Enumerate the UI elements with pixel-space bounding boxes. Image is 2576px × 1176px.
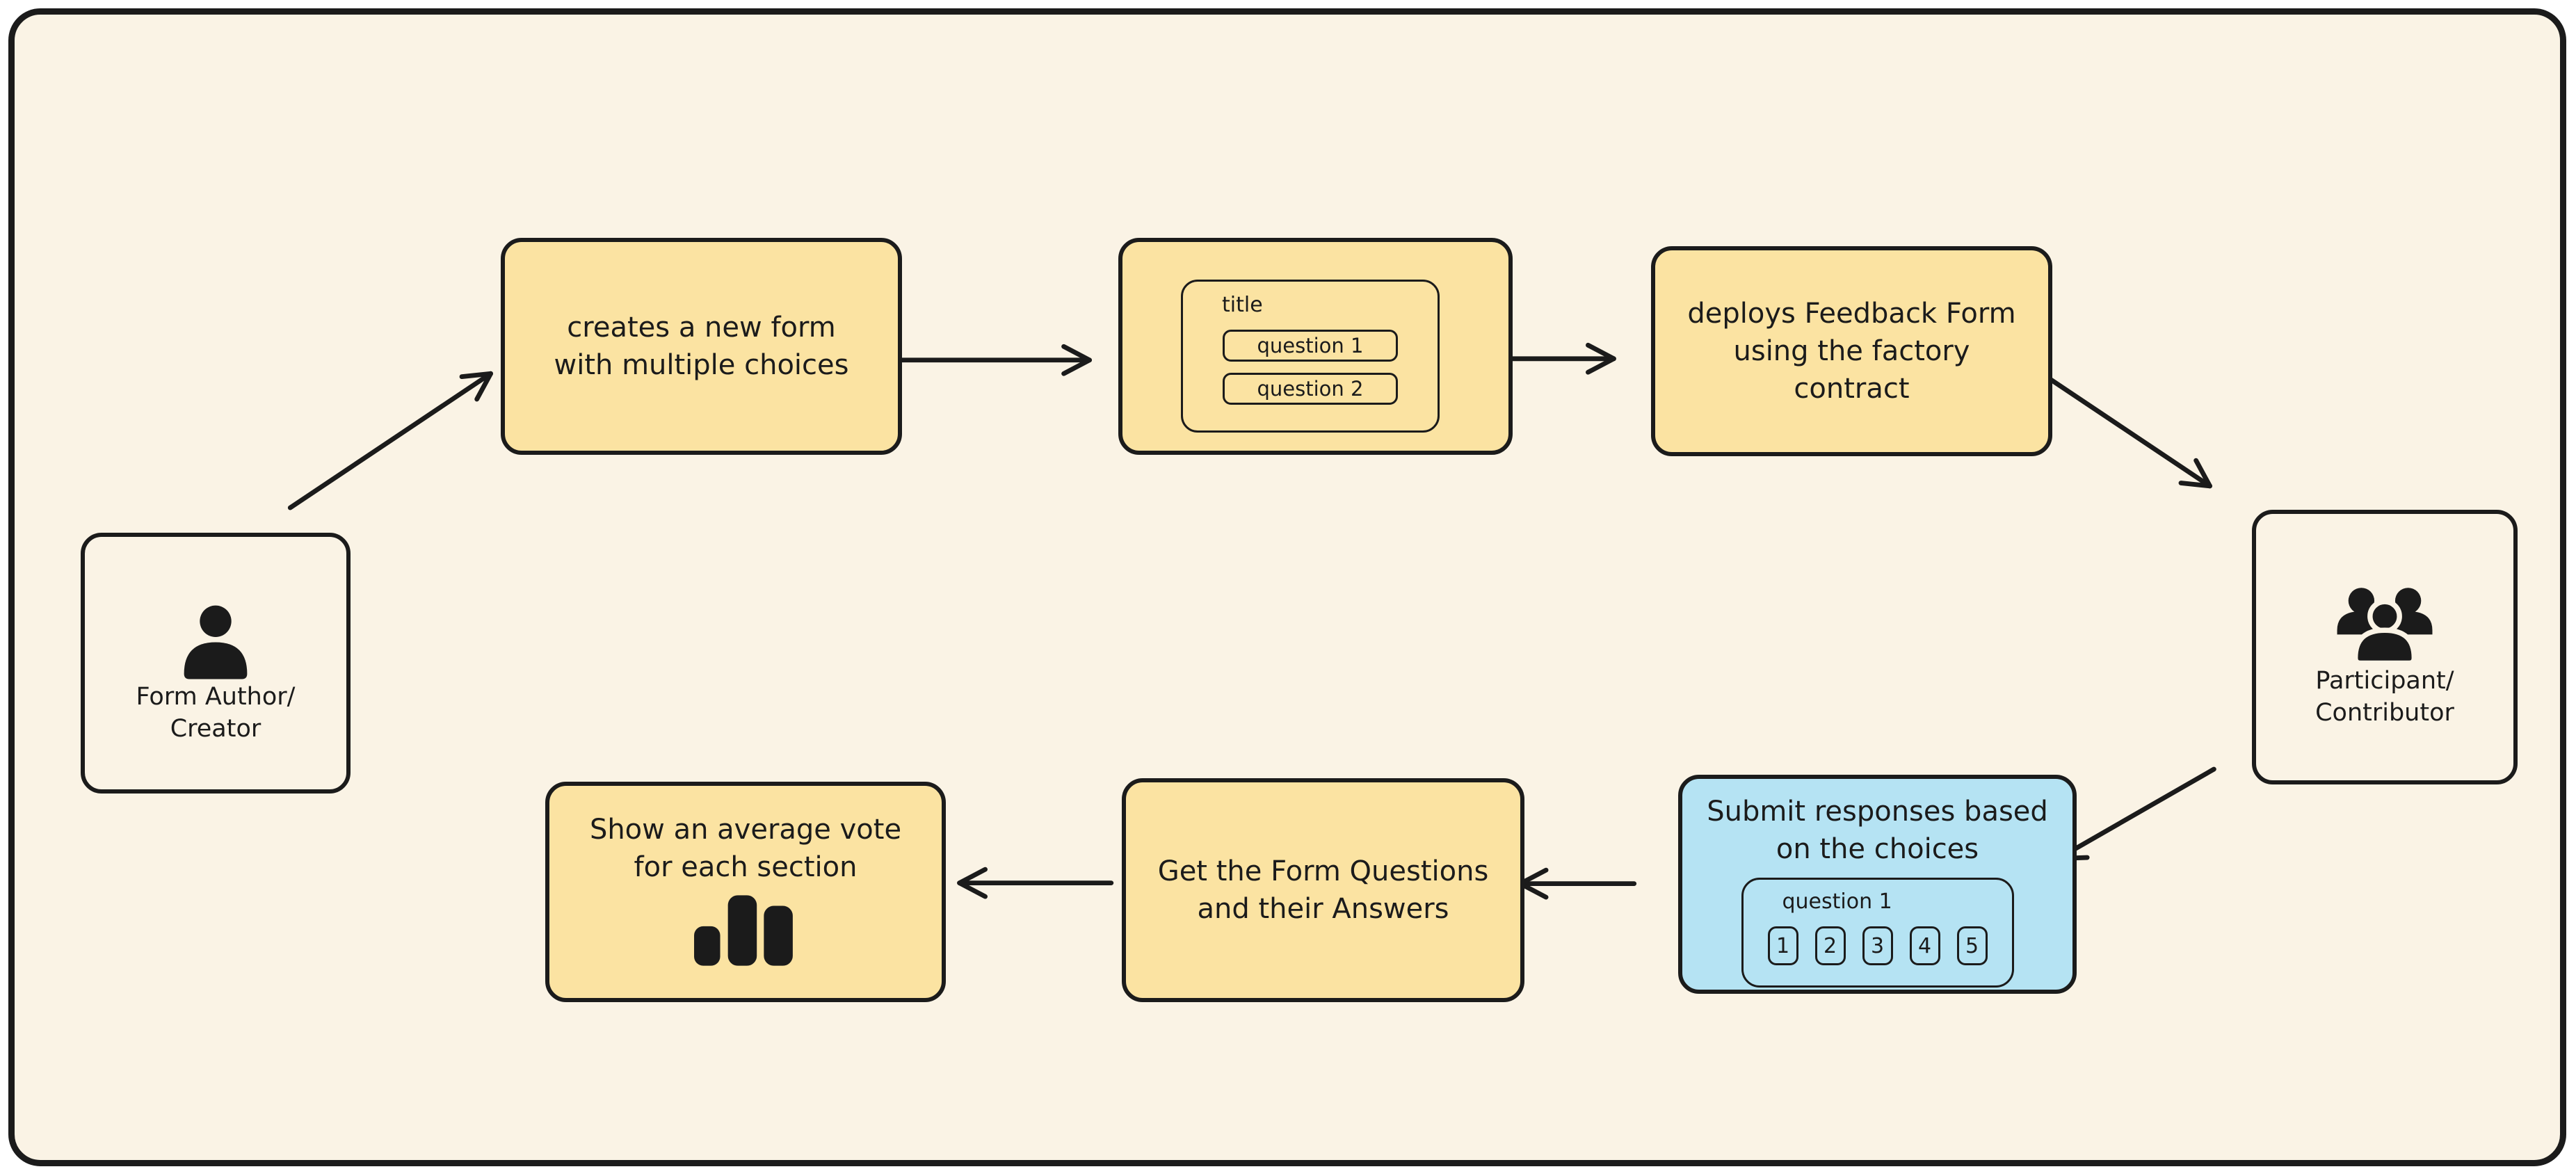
diagram-canvas: Form Author/ Creator creates a new form … <box>8 8 2566 1166</box>
show-average-text-line1: Show an average vote <box>589 814 902 846</box>
submit-question-label: question 1 <box>1782 889 1892 914</box>
participant-label-line1: Participant/ <box>2315 666 2454 695</box>
choice-button-1: 1 <box>1767 926 1798 965</box>
create-form-text-line1: creates a new form <box>567 312 836 344</box>
person-icon <box>184 605 248 679</box>
submit-node: Submit responses based on the choices qu… <box>1678 775 2077 994</box>
get-questions-text-line1: Get the Form Questions <box>1157 855 1489 887</box>
choice-button-5: 5 <box>1956 926 1988 965</box>
submit-question-frame: question 1 1 2 3 4 5 <box>1741 878 2014 988</box>
deploy-text-line3: contract <box>1794 373 1910 405</box>
choice-row: 1 2 3 4 5 <box>1744 926 2012 965</box>
create-form-node: creates a new form with multiple choices <box>501 238 902 455</box>
show-average-text-line2: for each section <box>634 851 858 883</box>
get-questions-text-line2: and their Answers <box>1197 893 1449 925</box>
form-preview-node: title question 1 question 2 <box>1118 238 1513 455</box>
deploy-text-line2: using the factory <box>1733 335 1970 367</box>
people-icon <box>2337 587 2433 665</box>
author-label-line1: Form Author/ <box>136 682 296 711</box>
show-average-node: Show an average vote for each section <box>545 782 946 1002</box>
arrow-author-to-create <box>287 371 494 510</box>
get-questions-node: Get the Form Questions and their Answers <box>1122 778 1524 1002</box>
bar-chart-icon <box>694 895 793 966</box>
form-preview-frame: title question 1 question 2 <box>1181 280 1440 433</box>
form-title-label: title <box>1222 293 1263 317</box>
create-form-text-line2: with multiple choices <box>554 349 849 381</box>
deploy-node: deploys Feedback Form using the factory … <box>1651 246 2052 456</box>
question-1-pill: question 1 <box>1223 330 1398 362</box>
submit-text-line2: on the choices <box>1776 833 1979 865</box>
author-label-line2: Creator <box>170 714 261 743</box>
arrow-participant-to-submit <box>2055 766 2216 861</box>
participant-label-line2: Contributor <box>2315 698 2454 727</box>
choice-button-2: 2 <box>1814 926 1846 965</box>
choice-button-3: 3 <box>1862 926 1893 965</box>
question-2-pill: question 2 <box>1223 373 1398 405</box>
author-node: Form Author/ Creator <box>81 533 351 794</box>
participant-node: Participant/ Contributor <box>2252 510 2518 784</box>
submit-text-line1: Submit responses based <box>1707 796 2048 828</box>
choice-button-4: 4 <box>1909 926 1940 965</box>
deploy-text-line1: deploys Feedback Form <box>1687 298 2016 330</box>
